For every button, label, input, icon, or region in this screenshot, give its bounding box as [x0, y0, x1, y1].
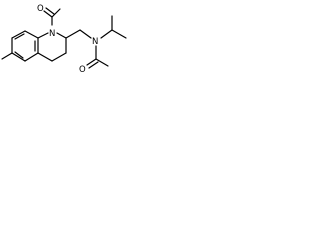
- bond-benzene-1: [24, 30, 39, 39]
- bond-carbonyl-o: [43, 10, 53, 18]
- bond-ch2-n: [79, 29, 92, 39]
- bond-carbonyl-o-double: [45, 7, 55, 15]
- piperidine-ring: [37, 32, 67, 62]
- amide-nitrogen-label: N: [92, 37, 98, 47]
- bond-carbonyl-methyl: [51, 8, 61, 18]
- chain-acetyl-oxygen-label: O: [79, 65, 86, 75]
- ring-nitrogen-label: N: [49, 29, 55, 39]
- side-chain: [65, 15, 127, 69]
- bond-ring-c4-c4a: [37, 52, 53, 62]
- benzene-ring: [11, 30, 39, 62]
- bond-benzene-double-c: [14, 33, 25, 40]
- bond-benzene-4: [11, 52, 26, 62]
- bond-ring-c8a-n: [37, 32, 49, 39]
- bond-ring-c3-c4: [51, 52, 67, 62]
- bond-amide-carbonyl-o-double: [88, 61, 99, 69]
- bond-benzene-double-b: [14, 51, 24, 59]
- ring-acetyl-group: [43, 7, 61, 26]
- chemical-structure: N N O O: [1, 4, 127, 75]
- bond-isopropyl-methyl-a: [111, 29, 127, 39]
- ring-acetyl-oxygen-label: O: [37, 4, 44, 14]
- bond-benzene-3: [24, 52, 39, 62]
- bond-c2-ch2: [65, 29, 81, 39]
- bond-n-isopropyl: [100, 29, 113, 39]
- bond-amide-carbonyl-methyl: [95, 58, 109, 67]
- bond-ring-n-c2: [56, 32, 67, 39]
- bond-amide-carbonyl-o: [86, 58, 97, 66]
- bond-methyl: [1, 52, 13, 60]
- bond-benzene-6: [11, 30, 26, 39]
